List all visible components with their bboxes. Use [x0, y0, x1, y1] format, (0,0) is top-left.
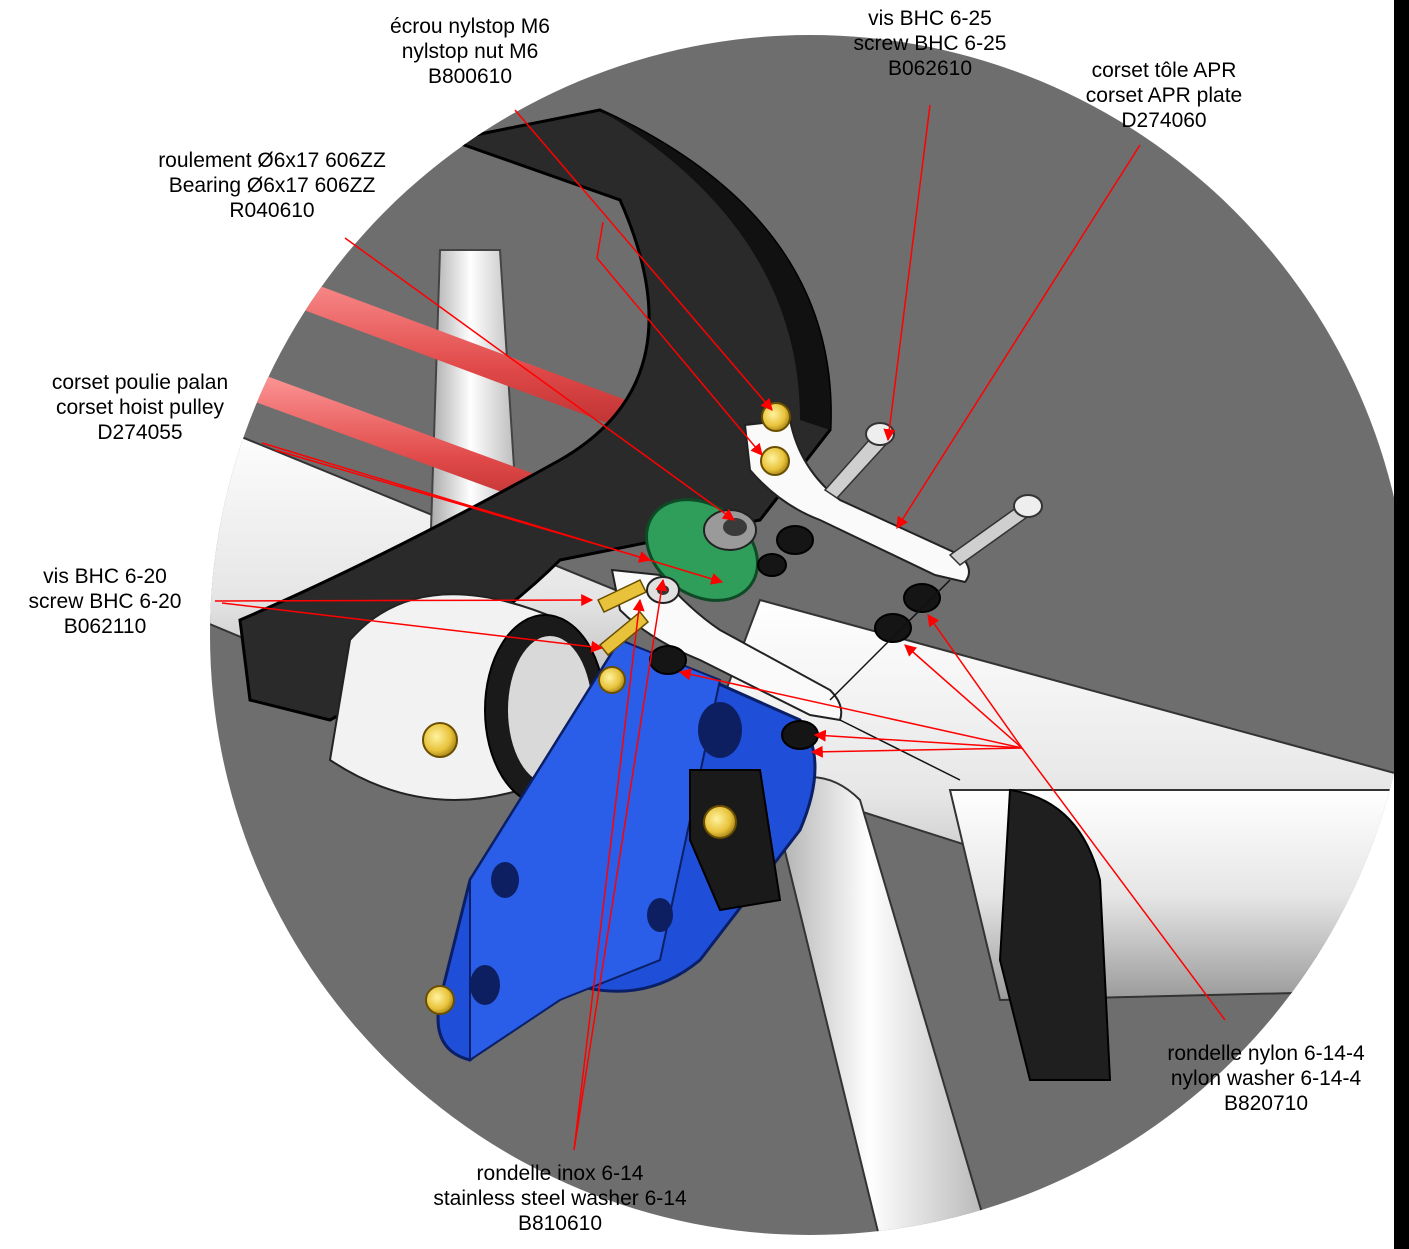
- leader-screw-6-20-1: [214, 594, 594, 607]
- brass-bolt-clamp: [422, 722, 458, 758]
- apr-plate: [743, 418, 970, 584]
- screw-head-b: [1013, 494, 1043, 518]
- callout-line: roulement Ø6x17 606ZZ: [158, 149, 386, 172]
- blue-bracket-face: [469, 638, 722, 1062]
- callout-line: vis BHC 6-20: [43, 565, 167, 588]
- leader-screw-6-20-2: [221, 602, 604, 653]
- callout-screw-bhc-6-25: vis BHC 6-25 screw BHC 6-25 B062610: [854, 6, 1007, 81]
- stainless-washer-hole: [657, 585, 669, 595]
- screw-bhc-6-20-b: [598, 610, 650, 657]
- callout-line: stainless steel washer 6-14: [433, 1187, 687, 1210]
- bracket-hole-3: [647, 898, 673, 932]
- callout-screw-bhc-6-20: vis BHC 6-20 screw BHC 6-20 B062110: [29, 564, 182, 639]
- callout-line: écrou nylstop M6: [390, 15, 550, 38]
- bracket-hole-1: [470, 965, 500, 1005]
- callout-line: B800610: [427, 65, 513, 88]
- callout-line: B062610: [887, 57, 973, 80]
- callout-bearing: roulement Ø6x17 606ZZ Bearing Ø6x17 606Z…: [158, 148, 386, 223]
- callout-line: screw BHC 6-25: [853, 32, 1007, 55]
- nylon-washer-1: [903, 583, 941, 613]
- leader-screw-6-25: [883, 104, 931, 442]
- leader-lines: [214, 104, 1226, 1151]
- nylstop-nut-2: [760, 446, 790, 476]
- callout-line: corset hoist pulley: [55, 396, 225, 419]
- leader-nylon-2: [904, 644, 1023, 749]
- axis-line-1: [829, 579, 951, 701]
- leader-stainless-2: [573, 598, 645, 1151]
- leader-apr-plate: [896, 144, 1141, 530]
- bracket-hole-4: [698, 702, 742, 758]
- callout-line: R040610: [229, 199, 315, 222]
- leader-nylon-1: [927, 614, 1023, 749]
- nylstop-nut-1: [761, 402, 791, 432]
- screw-bhc-6-20-a: [596, 579, 648, 613]
- brass-nut-block: [703, 805, 737, 839]
- hoist-pulley-plate: [610, 568, 843, 722]
- callout-line: B062110: [63, 615, 147, 638]
- dark-strap-inner: [600, 110, 831, 430]
- leader-hoist-pulley-2: [274, 449, 652, 563]
- nylon-washer-6: [757, 553, 787, 577]
- callout-line: B820710: [1223, 1092, 1309, 1115]
- right-edge-bar: [1394, 0, 1409, 1249]
- leader-nylstop-2: [596, 221, 763, 456]
- callout-line: Bearing Ø6x17 606ZZ: [168, 174, 376, 197]
- dark-block: [689, 769, 782, 912]
- callout-line: rondelle inox 6-14: [476, 1162, 644, 1185]
- callout-hoist-pulley: corset poulie palan corset hoist pulley …: [52, 370, 228, 445]
- callout-nylon-washer: rondelle nylon 6-14-4 nylon washer 6-14-…: [1167, 1041, 1364, 1116]
- brass-bolt-lower: [425, 985, 455, 1015]
- callout-line: D274060: [1121, 109, 1207, 132]
- strap-right: [998, 788, 1112, 1081]
- nylon-washer-4: [781, 720, 819, 750]
- callout-line: corset APR plate: [1085, 84, 1243, 107]
- brass-bolt-bracket: [598, 666, 626, 694]
- nylon-washer-2: [874, 613, 912, 643]
- callout-line: B810610: [517, 1212, 603, 1235]
- leader-nylon-5: [810, 745, 1023, 758]
- callout-line: corset poulie palan: [51, 371, 229, 394]
- leader-nylon-main: [1021, 747, 1226, 1021]
- nylon-washer-3: [649, 645, 687, 675]
- leader-nylstop-1: [514, 109, 773, 411]
- callout-stainless-washer: rondelle inox 6-14 stainless steel washe…: [433, 1161, 686, 1236]
- leader-nylon-3: [678, 668, 1023, 749]
- callout-line: nylon washer 6-14-4: [1170, 1067, 1362, 1090]
- callout-line: rondelle nylon 6-14-4: [1167, 1042, 1365, 1065]
- pulley-hub: [723, 518, 747, 536]
- callout-line: corset tôle APR: [1091, 59, 1237, 82]
- leader-nylon-4: [813, 729, 1023, 749]
- callout-corset-apr-plate: corset tôle APR corset APR plate D274060: [1086, 58, 1242, 133]
- callout-line: screw BHC 6-20: [28, 590, 182, 613]
- leader-bearing: [344, 237, 735, 521]
- callout-line: vis BHC 6-25: [868, 7, 992, 30]
- nylon-washer-5: [776, 525, 814, 555]
- leader-stainless-1: [573, 578, 668, 1151]
- callout-line: nylstop nut M6: [401, 40, 539, 63]
- bracket-hole-2: [491, 862, 519, 898]
- callout-line: D274055: [97, 421, 183, 444]
- disc-contents: [210, 108, 1409, 1235]
- callout-nylstop-nut: écrou nylstop M6 nylstop nut M6 B800610: [390, 14, 550, 89]
